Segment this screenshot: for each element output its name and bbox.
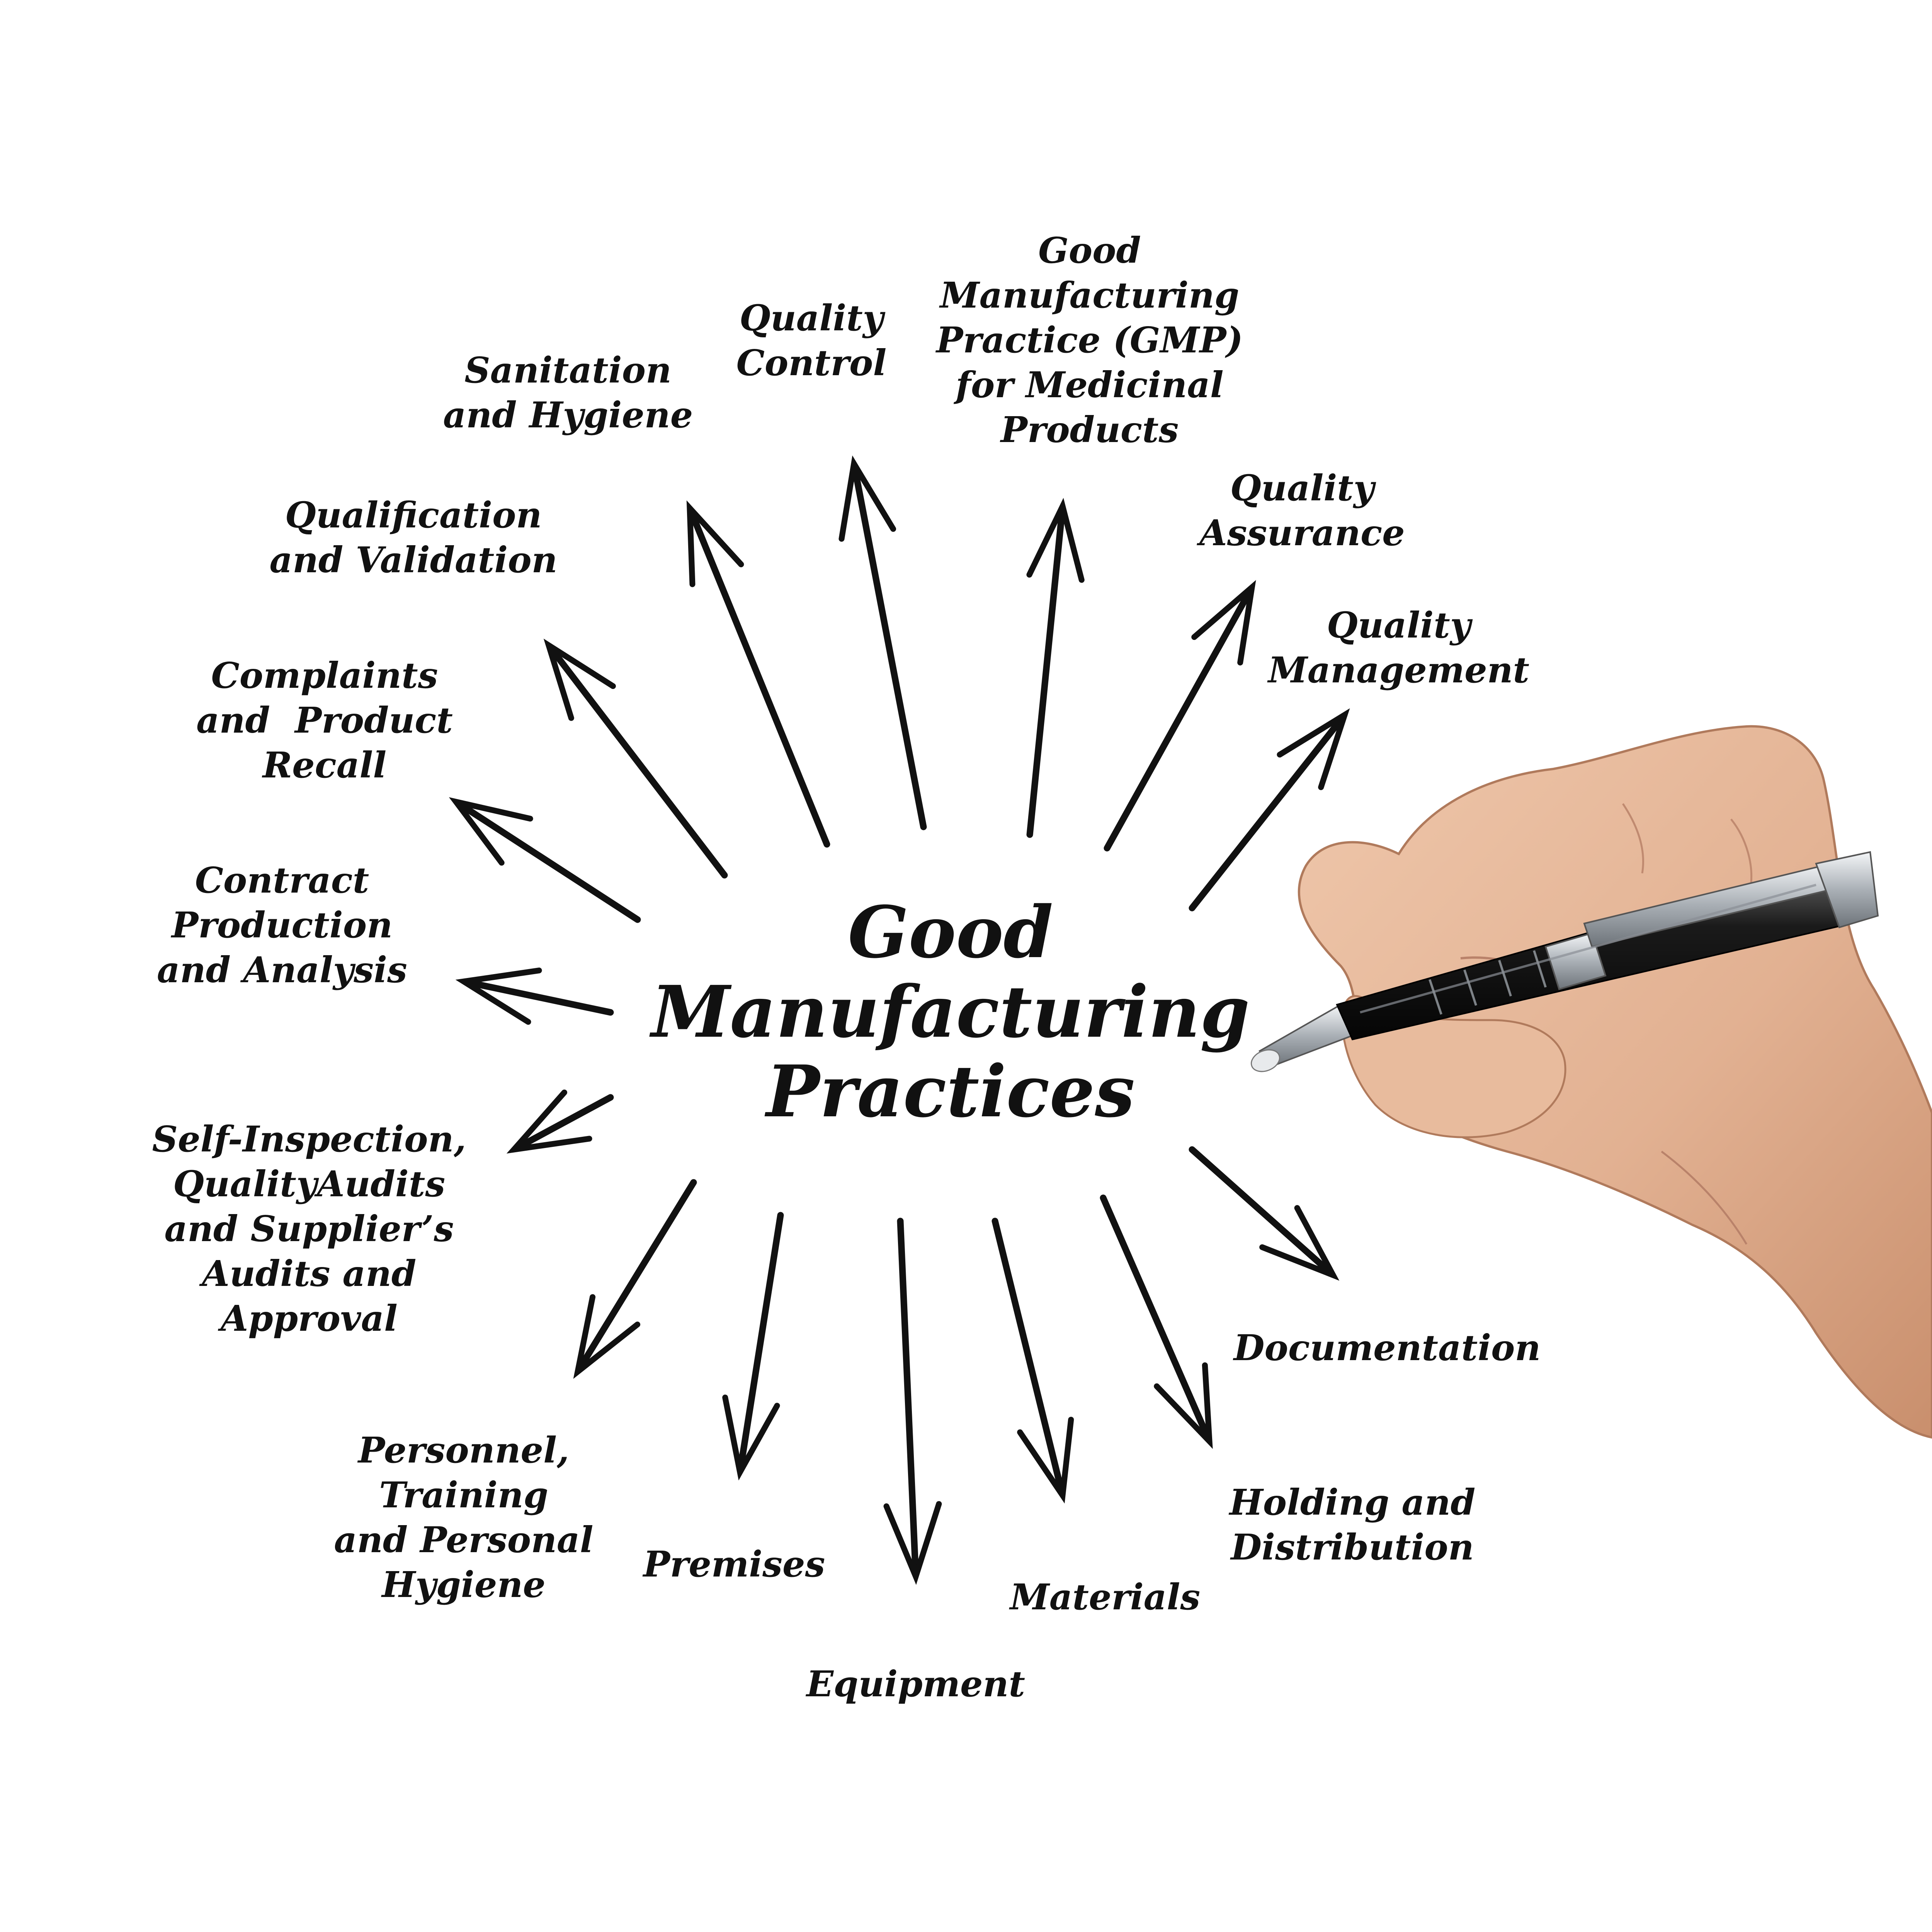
arrow-head-icon bbox=[1017, 1417, 1074, 1504]
arrow-shaft bbox=[1189, 718, 1344, 912]
topic-label-materials: Materials bbox=[1010, 1576, 1201, 1618]
arrow-head-icon bbox=[1277, 708, 1350, 790]
arrow-shaft bbox=[578, 1179, 697, 1369]
arrow-head-icon bbox=[506, 1089, 592, 1154]
arrow-shaft bbox=[689, 512, 830, 848]
arrow-self-inspection bbox=[506, 1089, 614, 1154]
topic-label-contract-production: Contract Production and Analysis bbox=[157, 859, 407, 991]
arrow-shaft bbox=[1104, 590, 1252, 852]
arrow-quality-assurance bbox=[1104, 580, 1256, 852]
arrow-shaft bbox=[468, 980, 614, 1016]
center-title: Good Manufacturing Practices bbox=[651, 891, 1250, 1133]
arrow-head-icon bbox=[1191, 580, 1256, 666]
topic-label-self-inspection: Self-Inspection, QualityAudits and Suppl… bbox=[152, 1118, 466, 1339]
arrow-shaft bbox=[897, 1218, 919, 1572]
arrow-head-icon bbox=[722, 1395, 780, 1481]
arrow-head-icon bbox=[838, 455, 896, 542]
topic-label-quality-assurance: Quality Assurance bbox=[1199, 467, 1405, 554]
arrow-premises bbox=[722, 1212, 784, 1481]
arrow-documentation bbox=[1189, 1146, 1340, 1281]
arrow-quality-control bbox=[838, 455, 927, 830]
topic-label-gmp-medicinal: Good Manufacturing Practice (GMP) for Me… bbox=[936, 230, 1243, 451]
topic-label-qualification-validation: Qualification and Validation bbox=[269, 494, 558, 581]
arrow-quality-management bbox=[1189, 708, 1350, 912]
topic-label-personnel-training: Personnel, Training and Personal Hygiene bbox=[334, 1429, 594, 1605]
arrow-head-icon bbox=[686, 500, 744, 587]
topic-label-quality-control: Quality Control bbox=[736, 297, 887, 384]
topic-label-holding-distribution: Holding and Distribution bbox=[1229, 1481, 1476, 1568]
arrow-shaft bbox=[852, 468, 927, 830]
arrow-shaft bbox=[1100, 1194, 1210, 1438]
pen-icon bbox=[1250, 851, 1879, 1072]
hand-holding-pen-icon bbox=[1250, 725, 1932, 1439]
arrow-contract-production bbox=[455, 968, 614, 1025]
arrow-shaft bbox=[550, 648, 728, 879]
arrow-shaft bbox=[459, 803, 641, 923]
arrow-head-icon bbox=[449, 797, 533, 866]
topic-label-quality-management: Quality Management bbox=[1268, 604, 1530, 691]
arrow-shaft bbox=[1026, 510, 1065, 838]
topic-label-sanitation-hygiene: Sanitation and Hygiene bbox=[443, 349, 693, 436]
arrow-gmp-medicinal bbox=[1026, 498, 1085, 838]
topic-label-documentation: Documentation bbox=[1233, 1327, 1541, 1369]
arrow-head-icon bbox=[543, 638, 616, 721]
arrow-holding-distribution bbox=[1100, 1194, 1213, 1449]
arrow-shaft bbox=[1189, 1146, 1331, 1274]
topic-label-complaints-recall: Complaints and Product Recall bbox=[196, 655, 453, 786]
topic-label-equipment: Equipment bbox=[806, 1663, 1025, 1705]
arrow-materials bbox=[992, 1218, 1074, 1504]
arrow-shaft bbox=[992, 1218, 1064, 1492]
arrow-sanitation-hygiene bbox=[686, 500, 830, 848]
arrow-complaints-recall bbox=[449, 797, 641, 923]
topic-label-premises: Premises bbox=[643, 1543, 825, 1585]
arrow-head-icon bbox=[455, 968, 542, 1025]
arrow-head-icon bbox=[1259, 1205, 1340, 1281]
arrow-shaft bbox=[738, 1212, 784, 1468]
arrow-equipment bbox=[883, 1218, 942, 1585]
arrow-personnel-training bbox=[573, 1179, 697, 1379]
arrow-head-icon bbox=[573, 1294, 641, 1379]
arrow-head-icon bbox=[883, 1501, 942, 1585]
arrow-head-icon bbox=[1026, 498, 1085, 583]
arrow-qualification-validation bbox=[543, 638, 728, 879]
arrow-head-icon bbox=[1154, 1362, 1213, 1449]
arrow-shaft bbox=[517, 1094, 614, 1149]
